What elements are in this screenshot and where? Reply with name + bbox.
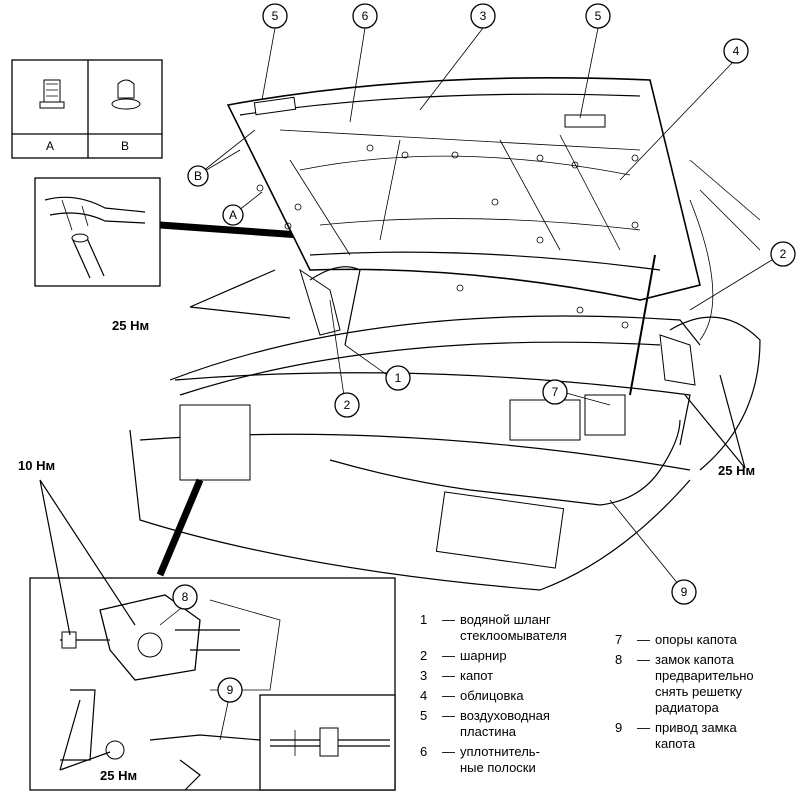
legend-num: 1 (420, 612, 428, 627)
callout-a-label: A (229, 208, 237, 222)
lock-detail-inset (29, 478, 396, 791)
legend-num: 8 (615, 652, 623, 667)
callout-7: 7 (542, 379, 568, 405)
legend-dash: — (442, 648, 455, 663)
legend-text: уплотнитель- ные полоски (460, 744, 540, 775)
legend-dash: — (442, 688, 455, 703)
legend-item: 7 — опоры капота (615, 632, 754, 648)
legend-num: 4 (420, 688, 428, 703)
callout-2-left-label: 2 (344, 398, 351, 412)
legend-dash: — (442, 612, 455, 627)
callout-2-left: 2 (334, 392, 360, 418)
legend-num: 3 (420, 668, 428, 683)
legend-text: привод замка капота (655, 720, 737, 751)
callout-8: 8 (172, 584, 198, 610)
legend-item: 3 — капот (420, 668, 567, 684)
legend-item: 4 — облицовка (420, 688, 567, 704)
legend-num: 2 (420, 648, 428, 663)
legend-text: воздуховодная пластина (460, 708, 550, 739)
callout-5-right-label: 5 (595, 9, 602, 23)
callout-5-right: 5 (585, 3, 611, 29)
inset-label-b: B (121, 139, 129, 153)
callout-6: 6 (352, 3, 378, 29)
legend-text: замок капота предварительно снять решетк… (655, 652, 754, 715)
legend-dash: — (637, 652, 650, 667)
legend-text: водяной шланг стеклоомывателя (460, 612, 567, 643)
callout-3-label: 3 (480, 9, 487, 23)
callout-b: B (187, 165, 209, 187)
legend-item: 1 — водяной шланг стеклоомывателя (420, 612, 567, 644)
callout-b-label: B (194, 169, 202, 183)
legend-text: опоры капота (655, 632, 737, 647)
legend-dash: — (442, 744, 455, 759)
legend-dash: — (637, 632, 650, 647)
clip-a-icon (39, 79, 65, 109)
hose-detail-inset (34, 177, 301, 287)
legend-left: 1 — водяной шланг стеклоомывателя 2 — ша… (420, 612, 567, 780)
legend-text: облицовка (460, 688, 524, 703)
callout-4-label: 4 (733, 44, 740, 58)
callout-a: A (222, 204, 244, 226)
legend-num: 9 (615, 720, 623, 735)
torque-left-hinge: 25 Нм (112, 318, 149, 333)
callout-9-inset-label: 9 (227, 683, 234, 697)
callout-4: 4 (723, 38, 749, 64)
legend-item: 9 — привод замка капота (615, 720, 754, 752)
legend-text: шарнир (460, 648, 507, 663)
callout-9-inset: 9 (217, 677, 243, 703)
legend-dash: — (442, 668, 455, 683)
hood-panel (226, 76, 701, 329)
legend-text: капот (460, 668, 494, 683)
car-body (129, 159, 761, 591)
callout-2-right: 2 (770, 241, 796, 267)
legend-item: 6 — уплотнитель- ные полоски (420, 744, 567, 776)
legend-dash: — (442, 708, 455, 723)
callout-2-right-label: 2 (780, 247, 787, 261)
inset-label-a: A (46, 139, 54, 153)
callout-5-left: 5 (262, 3, 288, 29)
callout-1-label: 1 (395, 371, 402, 385)
legend-item: 5 — воздуховодная пластина (420, 708, 567, 740)
legend-item: 8 — замок капота предварительно снять ре… (615, 652, 754, 716)
torque-lock-bottom: 25 Нм (100, 768, 137, 783)
legend-dash: — (637, 720, 650, 735)
legend-num: 6 (420, 744, 428, 759)
callout-1: 1 (385, 365, 411, 391)
legend-right: 7 — опоры капота 8 — замок капота предва… (615, 632, 754, 756)
callout-7-label: 7 (552, 385, 559, 399)
callout-6-label: 6 (362, 9, 369, 23)
legend-num: 5 (420, 708, 428, 723)
callout-3: 3 (470, 3, 496, 29)
callout-8-label: 8 (182, 590, 189, 604)
callout-9-main-label: 9 (681, 585, 688, 599)
legend-num: 7 (615, 632, 623, 647)
clip-b-icon (111, 79, 141, 110)
fastener-inset: A B (11, 59, 163, 159)
callout-9-main: 9 (671, 579, 697, 605)
torque-lock-top: 10 Нм (18, 458, 55, 473)
callout-5-left-label: 5 (272, 9, 279, 23)
torque-right-hinge: 25 Нм (718, 463, 755, 478)
legend-item: 2 — шарнир (420, 648, 567, 664)
